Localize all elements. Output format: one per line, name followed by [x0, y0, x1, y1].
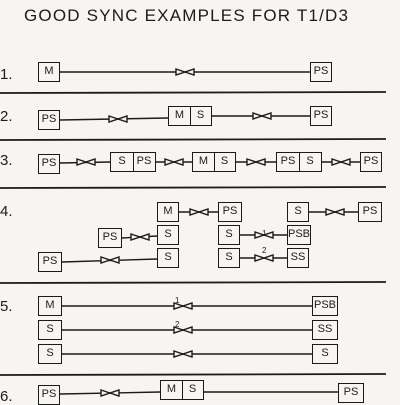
ex3-s1-cell: S [118, 155, 126, 167]
page-title: GOOD SYNC EXAMPLES FOR T1/D3 [24, 6, 350, 25]
separator-line-1 [0, 91, 387, 94]
ex6-s-cell: S [181, 381, 203, 399]
ex5-marker-2 [173, 326, 193, 334]
ex5-s2-box: S [38, 344, 62, 364]
ex4-link-2-label: 2 [262, 246, 267, 255]
ex5-ss-box: SS [312, 320, 338, 340]
ex4-ps-b-box: PS [358, 202, 382, 222]
ex2-ps-left-box: PS [38, 110, 60, 130]
ex5-marker-3 [173, 350, 193, 358]
ex1-m-box: M [38, 62, 60, 82]
ex4-psb-box: PSB [287, 225, 311, 245]
ex4-s-low-box: S [157, 248, 179, 268]
ex2-marker-right [252, 112, 272, 120]
separator-line-3 [0, 186, 387, 189]
ex3-marker-2 [164, 158, 184, 166]
ex3-ps2-cell: PS [132, 153, 155, 171]
ex4-s-a-box: S [287, 202, 309, 222]
ex4-s-c-box: S [218, 248, 240, 268]
ex2-s-cell: S [189, 107, 211, 125]
ex3-marker-1 [76, 158, 96, 166]
ex5-s1-box: S [38, 320, 62, 340]
ex2-m-cell: M [174, 109, 185, 121]
ex6-marker-left [100, 389, 120, 397]
separator-line-4 [0, 281, 387, 284]
ex3-ps4-box: PS [360, 152, 382, 172]
ex4-marker-1 [254, 231, 274, 239]
ex4-marker-s-ps [325, 208, 345, 216]
ex4-marker-bottom [100, 256, 120, 264]
ex4-marker-2 [254, 254, 274, 262]
ex4-marker-ps-s [130, 233, 150, 241]
ex4-ps-left-box: PS [98, 228, 122, 248]
ex3-s3-cell: S [298, 153, 321, 171]
ex5-psb-box: PSB [312, 296, 338, 316]
separator-line-5 [0, 373, 387, 376]
example-number-3: 3. [0, 152, 13, 169]
example-number-5: 5. [0, 298, 13, 315]
ex4-ss-box: SS [287, 248, 309, 268]
example-number-1: 1. [0, 66, 13, 83]
ex4-s-mid-box: S [157, 225, 179, 245]
ex4-ps-bottom-box: PS [38, 252, 62, 272]
ex3-marker-4 [331, 158, 351, 166]
ex5-m-box: M [38, 296, 62, 316]
example-number-2: 2. [0, 108, 13, 125]
ex6-ps-right-box: PS [338, 383, 364, 403]
ex5-link-2-label: 2 [175, 320, 180, 329]
ex6-m-cell: M [166, 383, 177, 395]
ex3-s-ps-box: S PS [110, 152, 156, 172]
ex3-marker-3 [246, 158, 266, 166]
ex4-link-1-label: 1 [262, 229, 267, 238]
ex5-s-right-box: S [312, 344, 338, 364]
ex3-ps3-cell: PS [280, 155, 296, 167]
ex1-ps-box: PS [310, 62, 332, 82]
ex2-marker-left [108, 115, 128, 123]
ex3-ps1-box: PS [38, 154, 60, 174]
ex3-s2-cell: S [213, 153, 235, 171]
separator-line-2 [0, 138, 387, 141]
ex5-marker-1 [173, 302, 193, 310]
example-number-6: 6. [0, 388, 13, 405]
ex4-m-box: M [157, 202, 179, 222]
example-number-4: 4. [0, 203, 13, 220]
ex1-link-marker [175, 68, 195, 76]
ex2-ps-right-box: PS [310, 106, 332, 126]
ex5-link-1-label: 1 [175, 296, 180, 305]
ex3-m-cell: M [198, 155, 209, 167]
ex4-s-b-box: S [218, 225, 240, 245]
ex6-ps-left-box: PS [38, 385, 60, 405]
ex4-marker-m-ps [189, 208, 209, 216]
ex4-ps-a-box: PS [218, 202, 242, 222]
